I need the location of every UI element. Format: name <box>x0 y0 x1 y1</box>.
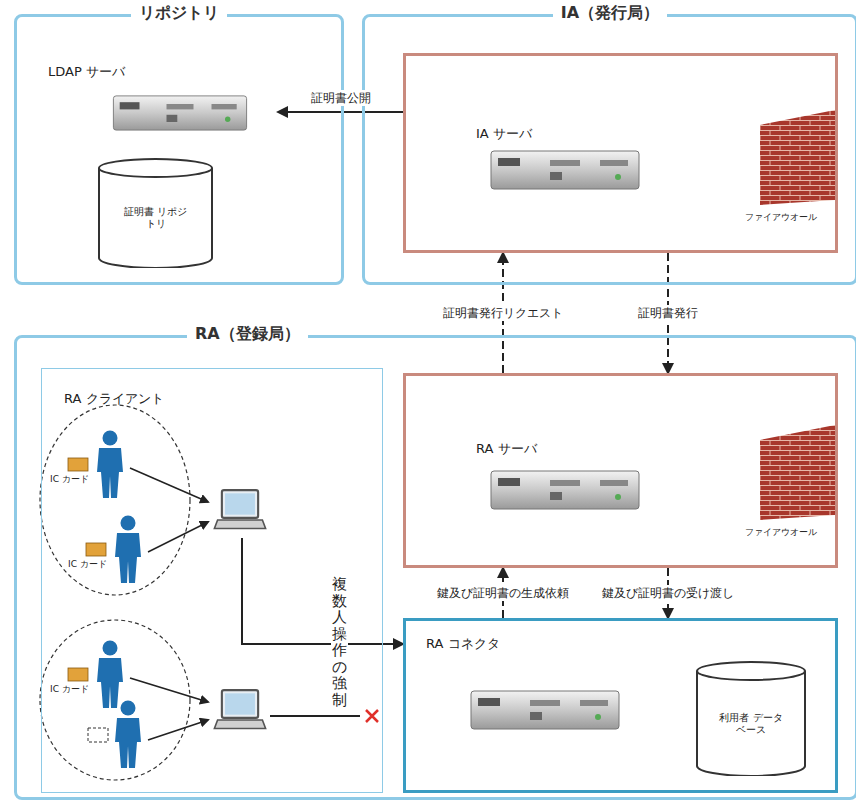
node-label: LDAP サーバ <box>48 64 125 80</box>
connector-label: 鍵及び証明書の生成依頼 <box>434 585 572 601</box>
region-title: IA（発行局） <box>553 3 667 22</box>
connector-label: 鍵及び証明書の受け渡し <box>599 585 737 601</box>
region-title: RA（登録局） <box>187 324 308 343</box>
card-label: IC カード <box>50 474 89 485</box>
firewall-label: ファイアウオール <box>745 527 817 538</box>
certificate-store: 証明書 リポジトリ <box>98 158 213 268</box>
connector-label: 証明書発行リクエスト <box>440 305 566 321</box>
constraint-note: 複数人操作の強制 <box>331 574 348 710</box>
ldap-server: LDAP サーバ <box>43 58 278 143</box>
node-label: RA クライアント <box>64 391 164 407</box>
repository-region: リポジトリLDAP サーバ証明書 リポジトリ <box>14 14 344 285</box>
user-database: 利用者 データベース <box>696 661 806 776</box>
card-label: IC カード <box>50 684 89 695</box>
node-label: RA サーバ <box>476 441 537 457</box>
connector-arrow <box>242 538 403 644</box>
card-label: IC カード <box>68 559 107 570</box>
node-label: 利用者 データベース <box>718 712 784 736</box>
region-title: リポジトリ <box>131 3 227 22</box>
connector-label: 証明書発行 <box>635 305 701 321</box>
connector-label: 証明書公開 <box>308 90 374 106</box>
ia-server-box: IA サーバ <box>403 53 838 253</box>
connector-arrow <box>278 111 403 113</box>
ra-region: RA（登録局）RA クライアントRA サーバRA コネクタ利用者 データベース <box>14 335 856 800</box>
ra-connector-box: RA コネクタ利用者 データベース <box>403 618 838 793</box>
firewall-label: ファイアウオール <box>745 212 817 223</box>
ra-server-box: RA サーバ <box>403 373 838 568</box>
node-label: RA コネクタ <box>426 636 500 652</box>
node-label: IA サーバ <box>476 126 532 142</box>
ia-region: IA（発行局）IA サーバ <box>362 14 856 285</box>
node-label: 証明書 リポジトリ <box>123 206 189 230</box>
